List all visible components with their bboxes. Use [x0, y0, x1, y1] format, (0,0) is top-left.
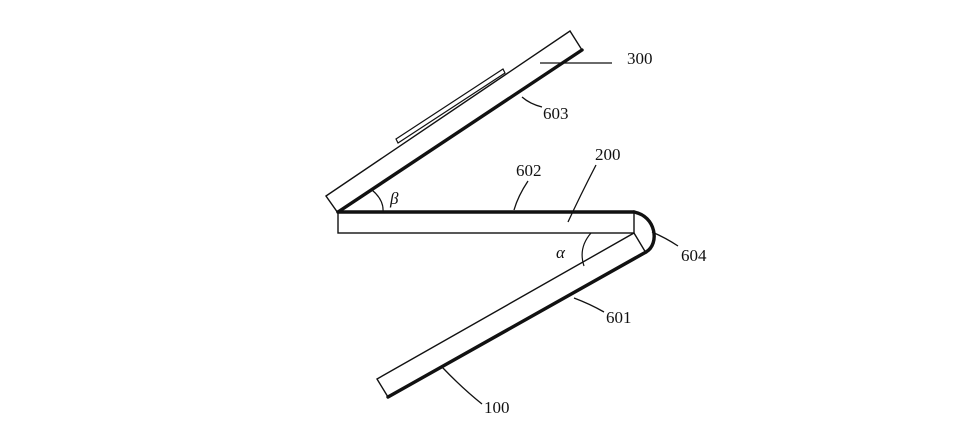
layer-603-edge — [336, 48, 584, 214]
label-100: 100 — [484, 398, 510, 417]
layer-601-edge — [386, 250, 648, 399]
angle-alpha-label: α — [556, 243, 566, 262]
angle-alpha-arc — [581, 232, 592, 267]
panel-200 — [336, 210, 636, 234]
leader-200 — [567, 164, 597, 223]
panel-300-top-plate — [395, 68, 506, 144]
leader-603 — [521, 96, 543, 108]
label-300: 300 — [627, 49, 653, 68]
label-200: 200 — [595, 145, 621, 164]
leader-100 — [441, 366, 483, 405]
leader-604 — [651, 231, 679, 247]
leader-602 — [513, 180, 529, 211]
panel-100 — [376, 232, 648, 399]
panel-200-body — [337, 211, 635, 234]
label-602: 602 — [516, 161, 542, 180]
leader-601 — [573, 297, 605, 313]
angle-beta-arc — [371, 189, 384, 213]
angle-beta-label: β — [389, 189, 399, 208]
panel-300 — [325, 30, 584, 214]
label-604: 604 — [681, 246, 707, 265]
hinge-604-curve — [632, 210, 656, 254]
label-601: 601 — [606, 308, 632, 327]
label-603: 603 — [543, 104, 569, 123]
